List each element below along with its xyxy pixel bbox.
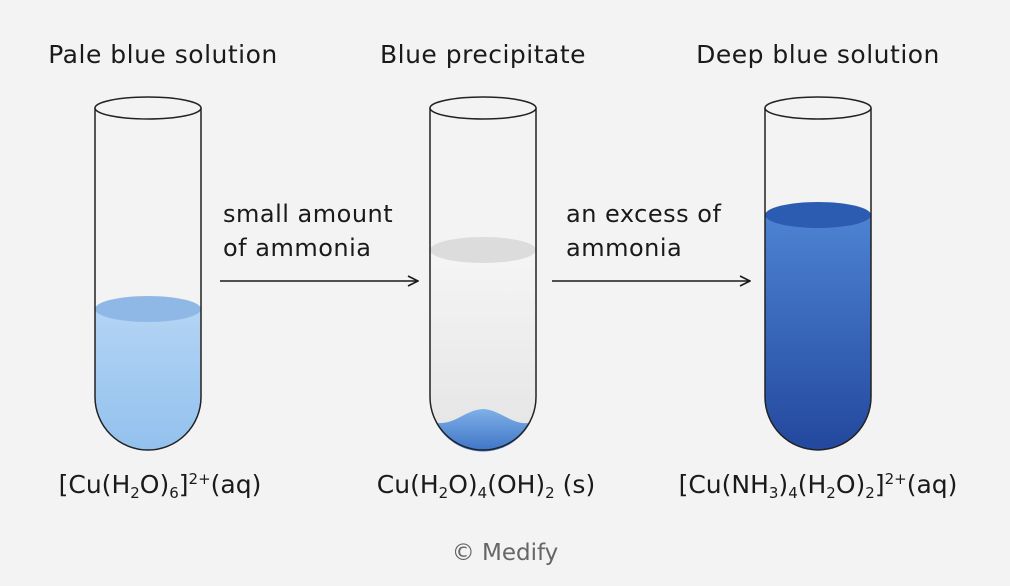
tube-1-title: Pale blue solution [48,40,278,69]
formula-part-3: 6 [169,484,179,502]
formula-part-0: [Cu(H [58,470,131,499]
test-tube-1 [94,96,202,451]
tube-1-formula: [Cu(H2O)6]2+(aq) [59,470,262,502]
tube-2-precipitate [436,409,530,452]
tube-3-liquid [765,215,871,450]
formula-part-6: O) [835,470,866,499]
formula-part-2: O) [139,470,170,499]
copyright-text: © Medify [451,540,559,566]
formula-part-8: ] [874,470,885,499]
tube-2-liquid [430,250,536,450]
formula-part-3: 4 [788,484,798,502]
formula-part-2: ) [778,470,789,499]
formula-part-5: 2+ [188,470,211,488]
arrow-2-label-line2: ammonia [566,234,683,262]
tube-1-liquid-surface [95,296,201,322]
formula-part-2: O) [448,470,478,499]
formula-part-4: (OH) [487,470,546,499]
formula-part-3: 4 [477,484,488,502]
formula-part-5: 2 [826,484,836,502]
arrow-2-label-line1: an excess of [566,200,722,228]
test-tube-3 [764,96,872,451]
formula-part-0: [Cu(NH [678,470,769,499]
tube-3-title: Deep blue solution [696,40,940,69]
tube-3-liquid-surface [765,202,871,228]
formula-part-9: 2+ [884,470,907,488]
tube-2-liquid-surface [430,237,536,263]
formula-part-1: 2 [130,484,140,502]
formula-part-4: ] [178,470,189,499]
arrow-2-label: an excess of ammonia [566,197,721,265]
formula-part-4: (H [797,470,827,499]
formula-part-5: 2 [545,484,555,502]
test-tube-2 [429,96,537,452]
formula-part-6: (s) [554,470,596,499]
formula-part-1: 2 [438,484,449,502]
formula-part-1: 3 [768,484,779,502]
tube-1-liquid [95,309,201,450]
formula-part-6: (aq) [210,470,262,499]
arrow-1-label: small amount of ammonia [223,197,393,265]
tube-2-title: Blue precipitate [379,40,587,69]
arrow-1-label-line1: small amount [223,200,394,228]
arrow-1-label-line2: of ammonia [223,234,372,262]
formula-part-7: 2 [865,484,875,502]
formula-part-0: Cu(H [376,470,439,499]
tube-3-formula: [Cu(NH3)4(H2O)2]2+(aq) [679,470,958,502]
tube-2-formula: Cu(H2O)4(OH)2 (s) [377,470,595,502]
formula-part-10: (aq) [906,470,958,499]
